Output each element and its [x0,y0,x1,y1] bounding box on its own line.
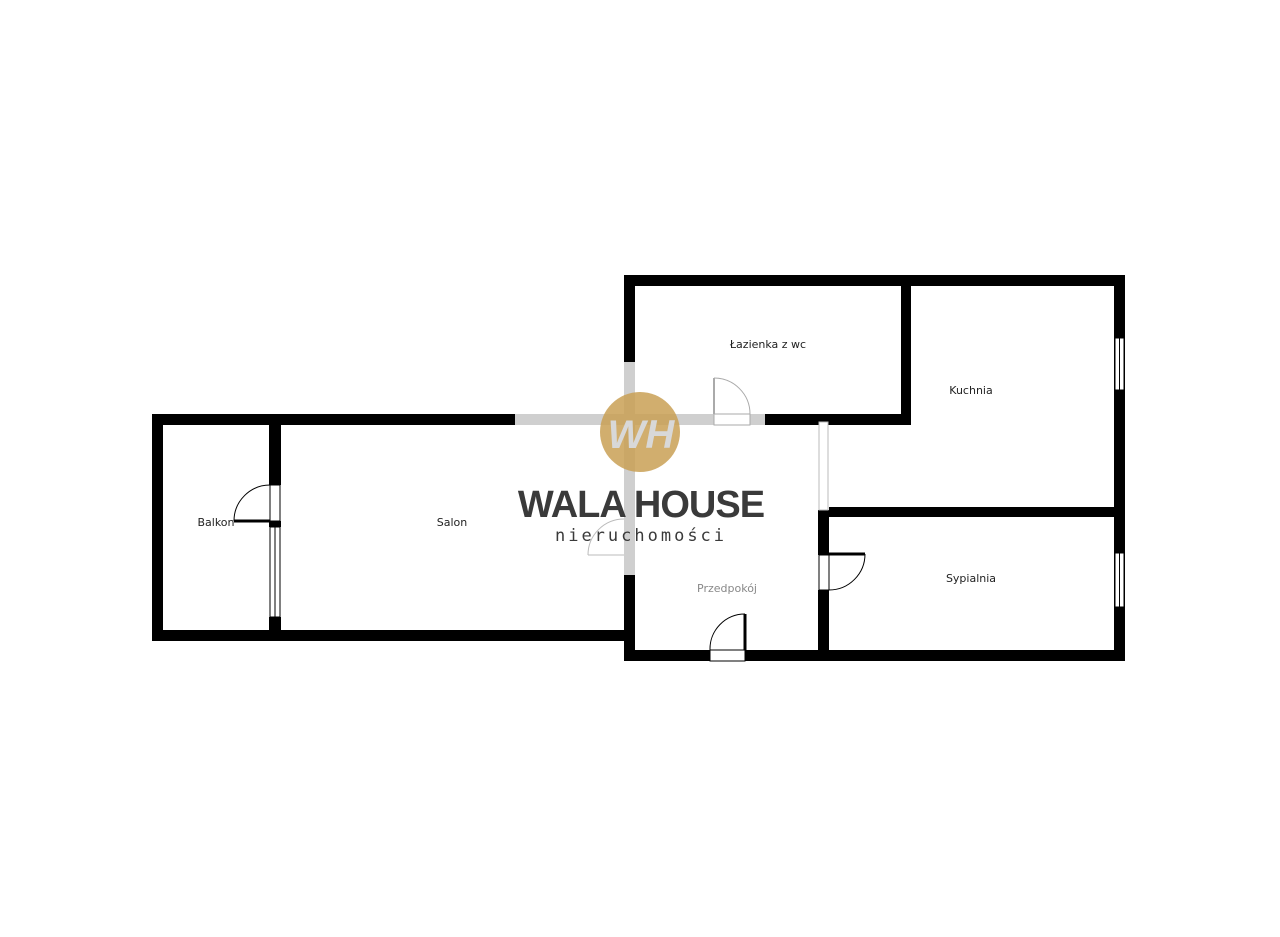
logo-circle [600,392,680,472]
watermark-logo: WH WALA HOUSE nieruchomości [518,392,765,546]
salon-door [587,518,625,556]
walls [152,275,1125,661]
room-label-sypialnia: Sypialnia [946,572,996,585]
room-label-lazienka: Łazienka z wc [729,338,806,351]
doors [233,377,866,662]
windows [269,337,1125,618]
logo-tagline: nieruchomości [555,526,727,546]
entrance-door [709,613,747,662]
logo-name: WALA HOUSE [518,484,764,526]
room-label-przedpokoj: Przedpokój [697,582,757,595]
bathroom-door [713,377,751,426]
room-label-balkon: Balkon [197,516,234,529]
room-label-kuchnia: Kuchnia [949,384,992,397]
balcony-door [233,484,281,523]
room-label-salon: Salon [437,516,468,529]
logo-monogram: WH [608,413,676,457]
bedroom-door [818,552,866,591]
